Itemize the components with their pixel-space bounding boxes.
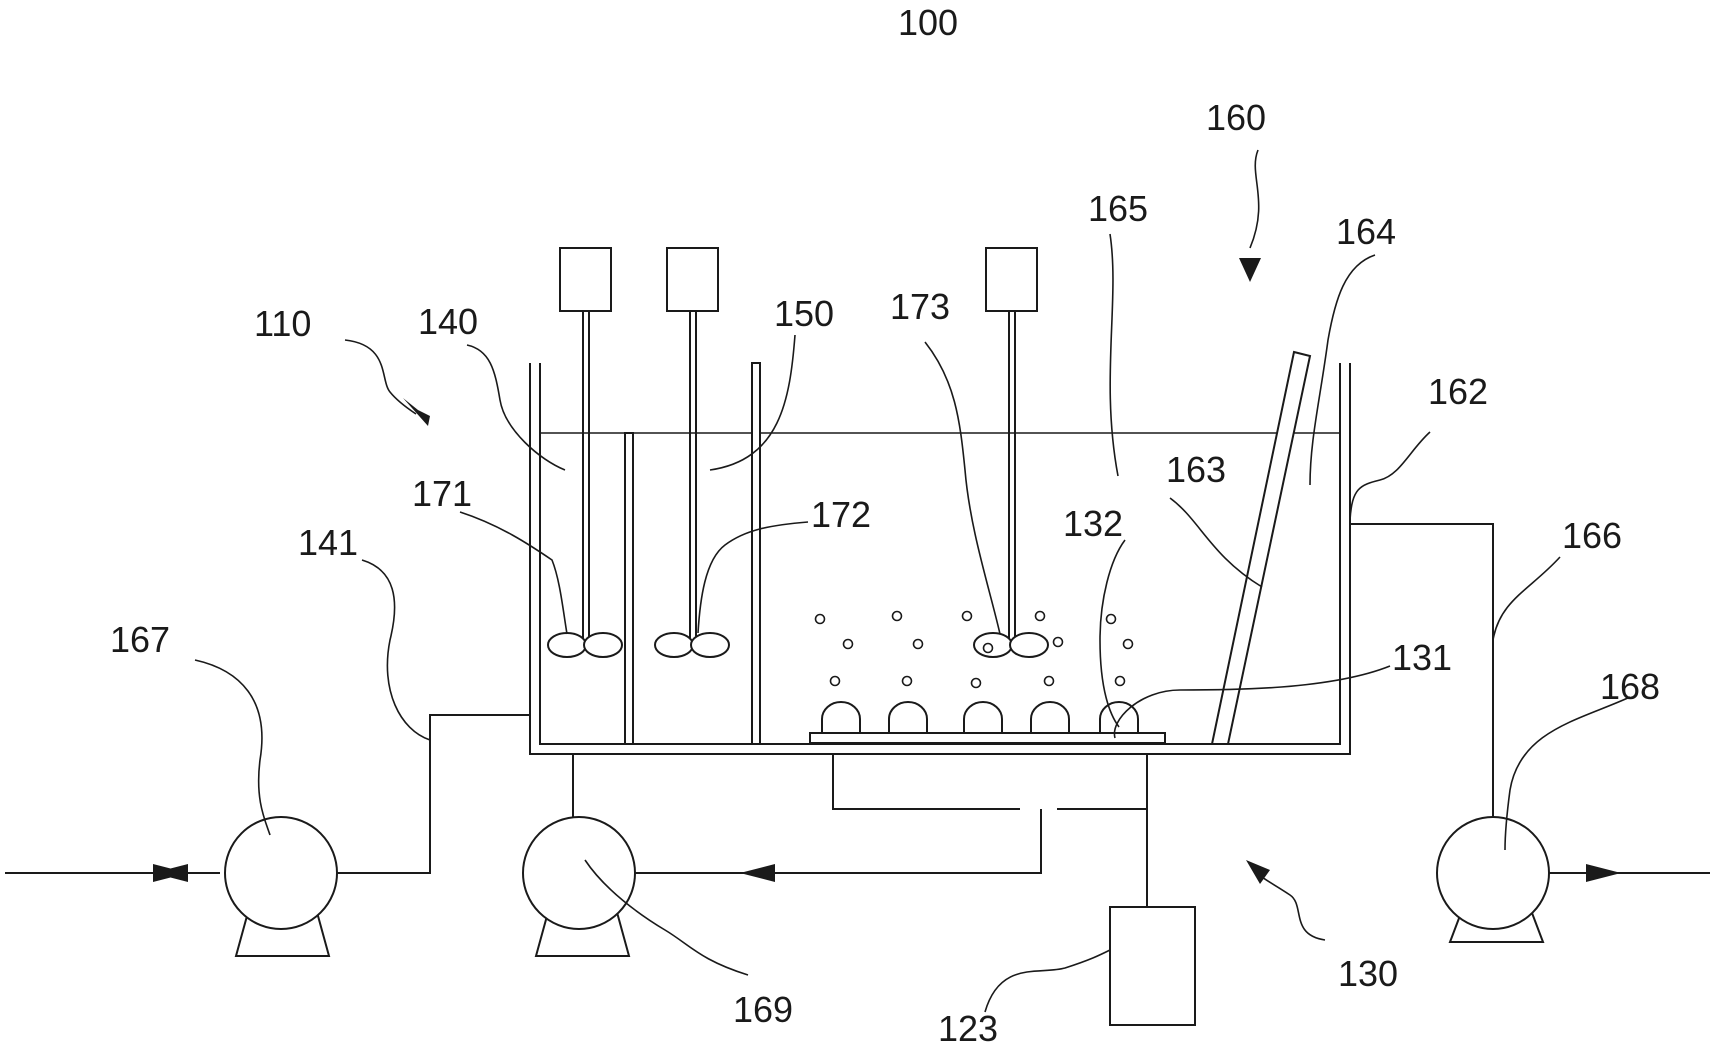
label-164: 164 xyxy=(1336,211,1396,252)
motor-box xyxy=(666,247,719,312)
motor-box xyxy=(559,247,612,312)
agitator-172 xyxy=(654,247,730,658)
impeller-blade xyxy=(583,632,623,658)
label-167: 167 xyxy=(110,619,170,660)
label-169: 169 xyxy=(733,989,793,1030)
label-141: 141 xyxy=(298,522,358,563)
label-140: 140 xyxy=(418,301,478,342)
motor-box xyxy=(985,247,1038,312)
label-168: 168 xyxy=(1600,666,1660,707)
recirculation-flow-arrowhead xyxy=(740,864,775,882)
label-132: 132 xyxy=(1063,503,1123,544)
label-131: 131 xyxy=(1392,637,1452,678)
impeller-blade xyxy=(973,632,1013,658)
label-166: 166 xyxy=(1562,515,1622,556)
label-172: 172 xyxy=(811,494,871,535)
partition-150-aeration xyxy=(751,362,761,745)
impeller-blade xyxy=(654,632,694,658)
agitator-171 xyxy=(547,247,623,658)
label-162: 162 xyxy=(1428,371,1488,412)
diffusers xyxy=(821,701,1139,734)
label-163: 163 xyxy=(1166,449,1226,490)
leader-lines xyxy=(194,149,1631,1013)
air-bubbles xyxy=(814,610,1134,689)
label-123: 123 xyxy=(938,1008,998,1047)
label-100: 100 xyxy=(898,2,958,43)
impeller-blade xyxy=(1009,632,1049,658)
diffuser-head xyxy=(1030,701,1070,734)
impeller-blade xyxy=(547,632,587,658)
diffuser-head xyxy=(821,701,861,734)
recirculation-pipe xyxy=(572,754,1042,874)
inlet-flow-arrowhead xyxy=(153,864,188,882)
air-supply-pipe xyxy=(832,754,1148,907)
label-165: 165 xyxy=(1088,188,1148,229)
impeller-blade xyxy=(690,632,730,658)
air-blower xyxy=(1109,906,1196,1026)
label-173: 173 xyxy=(890,286,950,327)
aeration-plate xyxy=(809,732,1166,744)
recirculation-pump xyxy=(522,816,636,957)
label-150: 150 xyxy=(774,293,834,334)
outlet-pipe xyxy=(1350,523,1710,874)
reference-labels: 100 110 123 130 131 132 140 141 150 160 … xyxy=(110,2,1660,1047)
partition-140-150 xyxy=(624,432,634,745)
label-160: 160 xyxy=(1206,97,1266,138)
label-130: 130 xyxy=(1338,953,1398,994)
diffuser-head xyxy=(963,701,1003,734)
agitator-173 xyxy=(973,247,1049,658)
diffuser-head xyxy=(888,701,928,734)
outlet-flow-arrowhead xyxy=(1586,864,1621,882)
outlet-pump xyxy=(1436,816,1550,943)
inclined-baffle xyxy=(1210,350,1312,745)
inlet-pump xyxy=(224,816,338,957)
label-110: 110 xyxy=(254,303,311,344)
label-171: 171 xyxy=(412,473,472,514)
